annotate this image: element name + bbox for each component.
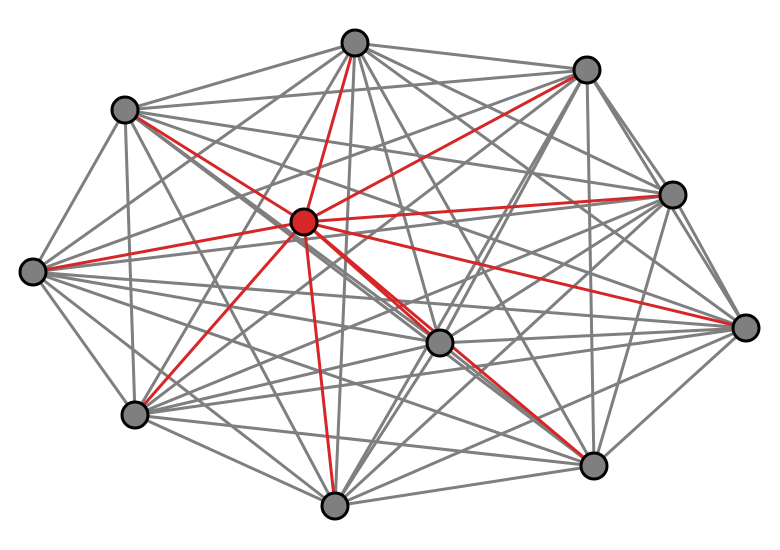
edge-9-10	[333, 464, 596, 508]
highlight-edge-0-3	[123, 108, 306, 224]
highlighted-node	[289, 207, 319, 237]
node-3	[110, 95, 140, 125]
edge-1-9	[353, 41, 596, 468]
edge-6-7	[438, 326, 748, 345]
edge-6-9	[592, 326, 748, 468]
edge-1-2	[353, 41, 589, 72]
edge-3-4	[123, 108, 675, 197]
edge-layer	[31, 41, 748, 508]
edge-1-8	[133, 41, 357, 417]
edge-2-8	[133, 68, 589, 417]
highlight-edge-layer	[31, 41, 748, 508]
edge-3-5	[31, 108, 127, 274]
edge-1-6	[353, 41, 748, 330]
node-5	[18, 257, 48, 287]
node-10	[320, 491, 350, 521]
highlight-edge-0-8	[133, 220, 306, 417]
highlight-edge-0-5	[31, 220, 306, 274]
edge-4-9	[592, 193, 675, 468]
edge-1-5	[31, 41, 357, 274]
edge-3-6	[123, 108, 748, 330]
edge-6-8	[133, 326, 748, 417]
edge-5-8	[31, 270, 137, 417]
node-layer	[18, 28, 761, 521]
edge-2-9	[585, 68, 596, 468]
edge-2-10	[333, 68, 589, 508]
node-4	[658, 180, 688, 210]
edge-4-10	[333, 193, 675, 508]
edge-1-4	[353, 41, 675, 197]
edge-4-6	[671, 193, 748, 330]
edge-6-10	[333, 326, 748, 508]
highlight-edge-0-1	[302, 41, 357, 224]
node-7	[425, 328, 455, 358]
node-6	[731, 313, 761, 343]
node-2	[572, 55, 602, 85]
node-9	[579, 451, 609, 481]
edge-2-5	[31, 68, 589, 274]
highlight-edge-0-10	[302, 220, 337, 508]
edge-5-7	[31, 270, 442, 345]
edge-4-7	[438, 193, 675, 345]
edge-3-9	[123, 108, 596, 468]
edge-1-3	[123, 41, 357, 112]
highlight-edge-0-2	[302, 68, 589, 224]
edge-8-9	[133, 413, 596, 468]
edge-7-8	[133, 341, 442, 417]
edge-7-10	[333, 341, 442, 508]
highlight-edge-0-4	[302, 193, 675, 224]
node-8	[120, 400, 150, 430]
highlight-edge-0-6	[302, 220, 748, 330]
edge-1-7	[353, 41, 442, 345]
edge-2-3	[123, 68, 589, 112]
edge-8-10	[133, 413, 337, 508]
edge-5-10	[31, 270, 337, 508]
edge-3-8	[123, 108, 137, 417]
node-1	[340, 28, 370, 58]
